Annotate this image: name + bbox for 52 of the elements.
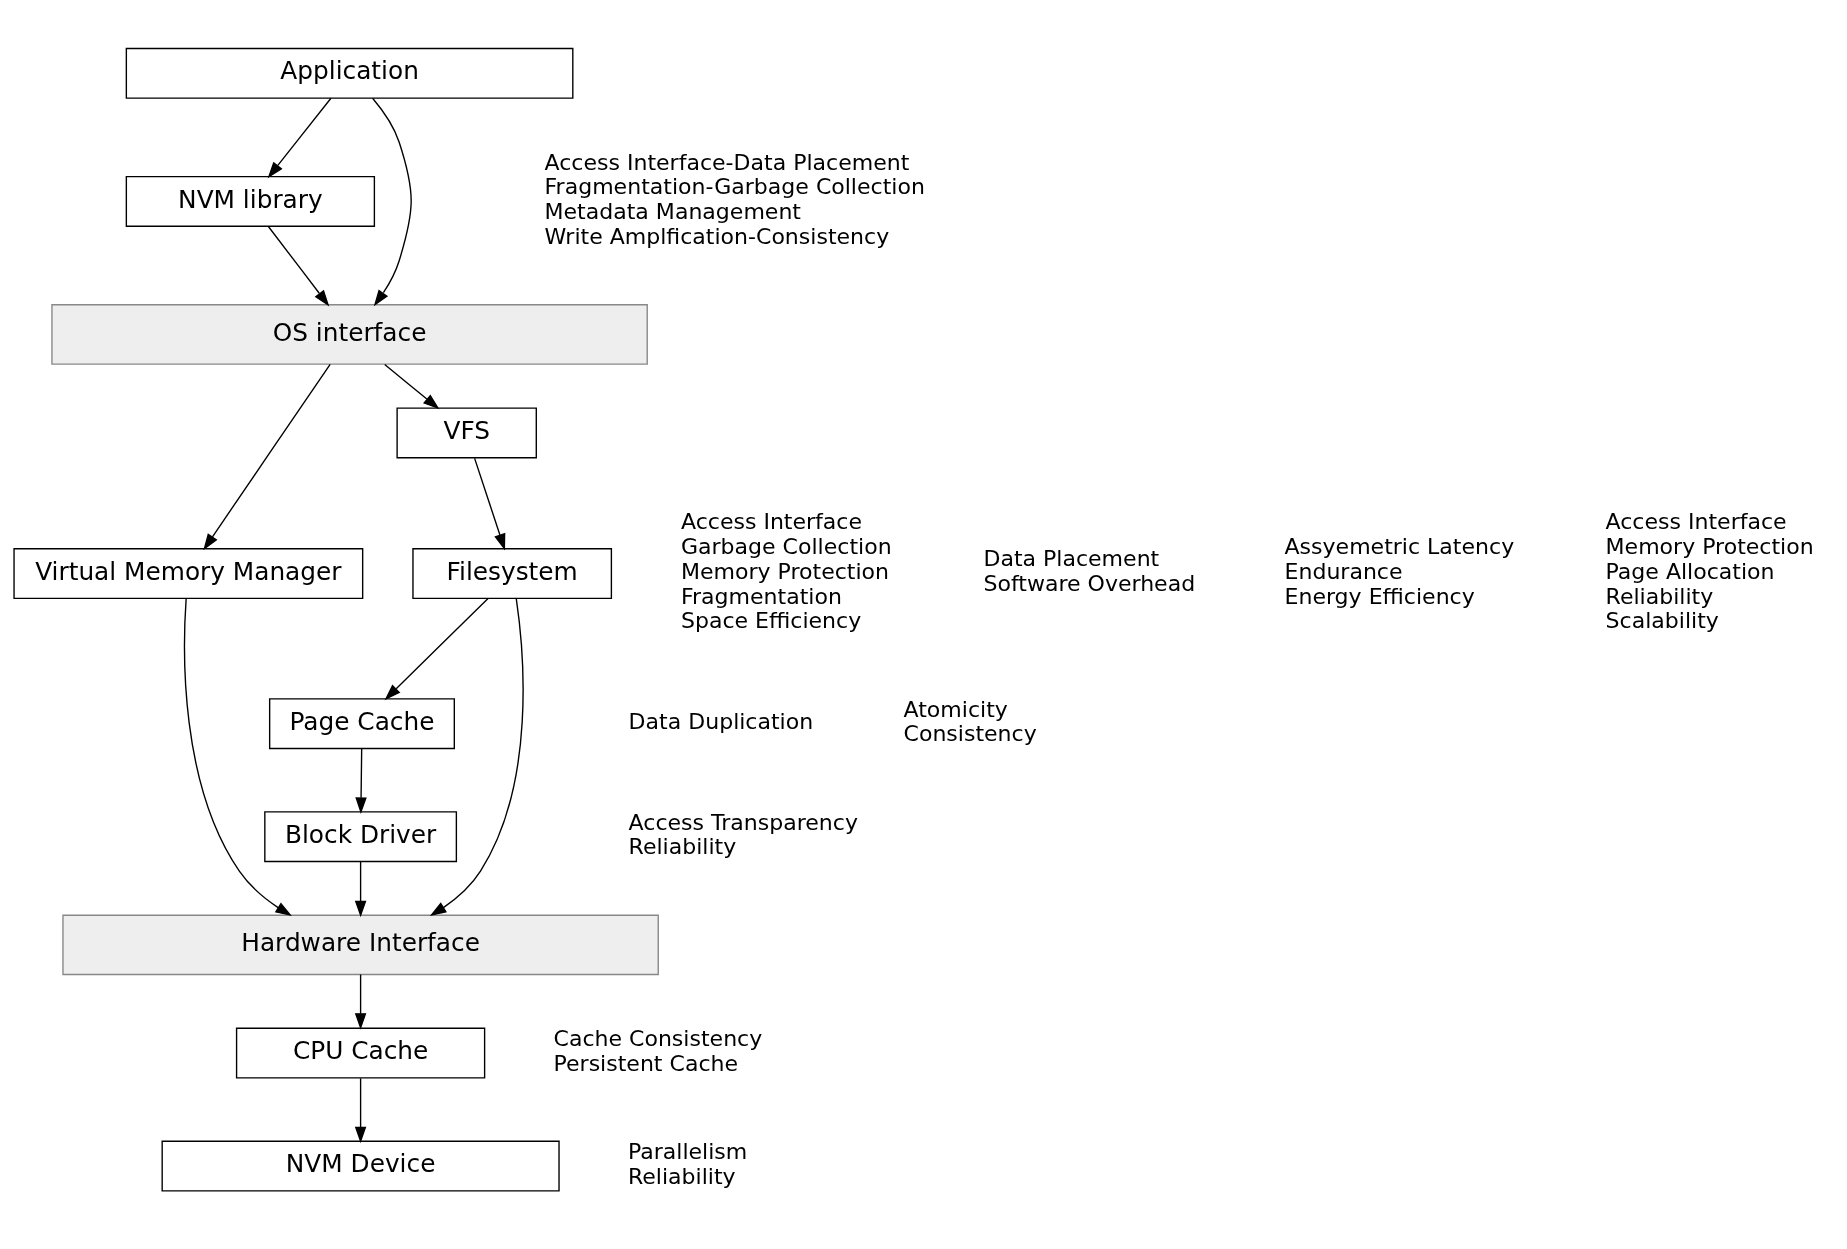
arrow [384,363,440,410]
label: Memory Protection [1605,533,1814,559]
arrow [473,457,506,551]
label: Access Transparency [628,809,858,835]
label: Assyemetric Latency [1284,533,1515,559]
label: Memory Protection [680,558,890,584]
label: Reliability [627,1163,736,1189]
label: Metadata Management [544,199,802,225]
label: Access Interface-Data Placement [544,149,910,175]
arrow [267,97,332,179]
label: Write Amplfication-Consistency [544,223,890,249]
node-box: Hardware Interface [62,914,659,976]
node-box: Page Cache [268,698,455,750]
label: Parallelism [627,1138,748,1164]
label: Scalability [1605,608,1719,634]
arrow [371,97,412,307]
label: Cache Consistency [553,1025,763,1051]
arrow [384,597,489,701]
label: Space Efficiency [680,608,862,634]
arrow [429,598,524,917]
arrow [267,226,330,307]
label: Data Duplication [628,708,814,734]
label: Persistent Cache [553,1050,739,1076]
label: Energy Efficiency [1284,583,1475,609]
label: Access Interface [680,509,863,535]
label: Atomicity [903,696,1008,722]
node-box: NVM library [125,175,376,227]
label: Page Allocation [1605,558,1775,584]
label: Reliability [628,834,737,860]
label: Fragmentation-Garbage Collection [544,174,925,200]
arrow [183,597,292,917]
label: Software Overhead [983,571,1196,597]
arrow [203,363,331,551]
node-box: CPU Cache [235,1027,486,1079]
node-box: VFS [396,407,537,459]
arrow [354,1077,367,1144]
arrow [354,861,367,918]
node-box: Virtual Memory Manager [13,548,364,599]
node-box: Filesystem [412,548,613,599]
label: Reliability [1605,583,1714,609]
label: Fragmentation [680,583,842,609]
label: Garbage Collection [680,533,892,559]
label: Access Interface [1605,509,1787,535]
label: Data Placement [983,546,1160,572]
label: Endurance [1284,558,1403,584]
arrow [355,748,367,814]
node-box: Application [125,47,574,99]
label: Consistency [903,721,1037,747]
node-box: Block Driver [264,811,458,863]
arrow [354,973,367,1030]
node-box: OS interface [51,304,648,365]
node-box: NVM Device [161,1140,560,1192]
